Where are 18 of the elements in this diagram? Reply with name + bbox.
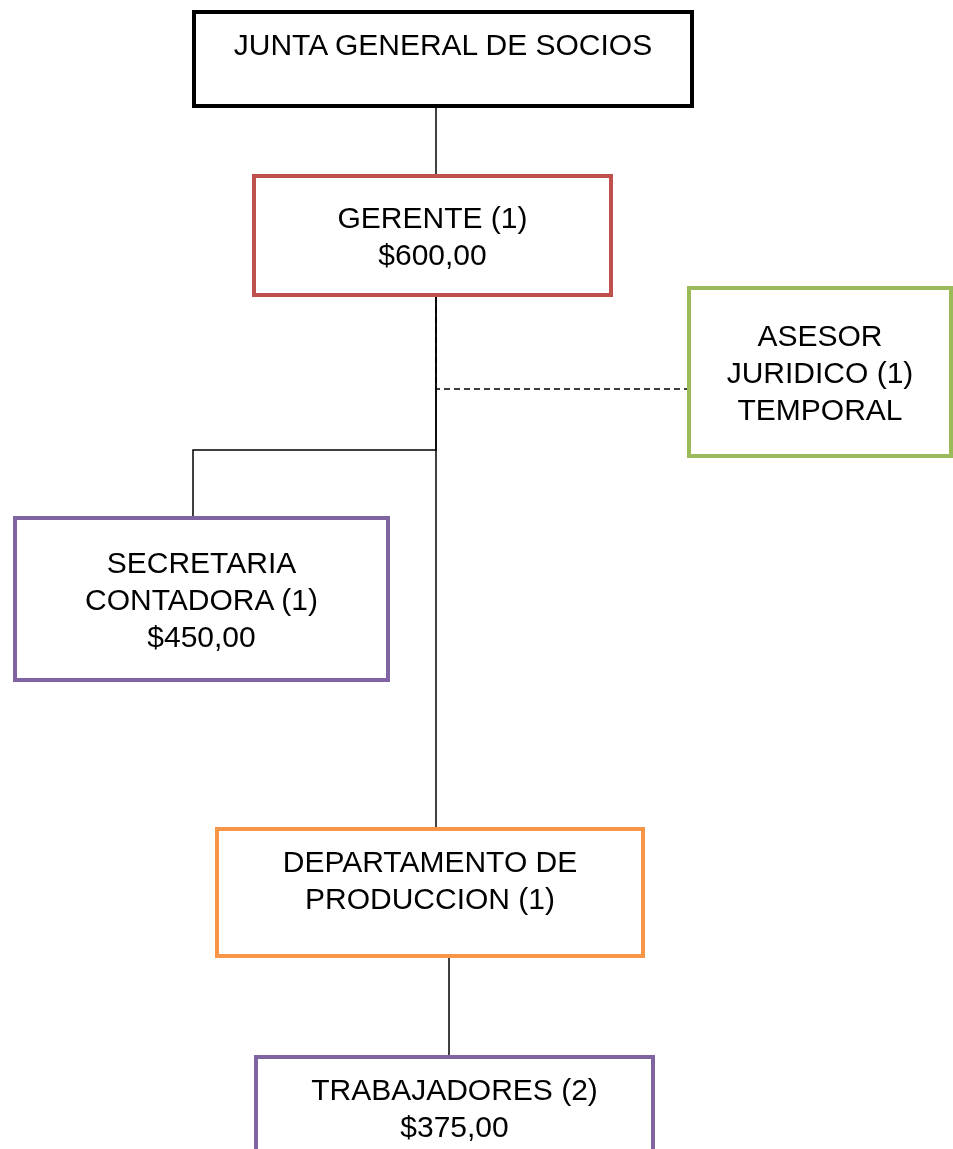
box-label: DEPARTAMENTO DE PRODUCCION (1) xyxy=(281,844,579,917)
box-label: $375,00 xyxy=(400,1109,509,1145)
box-label: TRABAJADORES (2) xyxy=(311,1072,598,1108)
box-label: SECRETARIA CONTADORA (1) xyxy=(84,544,319,618)
box-label: GERENTE (1) xyxy=(337,199,528,236)
connector-line xyxy=(448,957,450,1056)
org-box xyxy=(13,516,390,682)
connector-line xyxy=(435,296,437,828)
org-box xyxy=(687,286,953,458)
box-label: JUNTA GENERAL DE SOCIOS xyxy=(233,27,653,63)
org-box xyxy=(215,827,645,958)
org-box xyxy=(192,10,694,108)
box-label: ASESOR JURIDICO (1) TEMPORAL xyxy=(725,317,915,428)
box-label: $600,00 xyxy=(378,236,487,273)
connector-line xyxy=(435,107,437,175)
org-box xyxy=(254,1055,655,1149)
org-box xyxy=(252,174,613,297)
box-label: $450,00 xyxy=(147,618,256,655)
